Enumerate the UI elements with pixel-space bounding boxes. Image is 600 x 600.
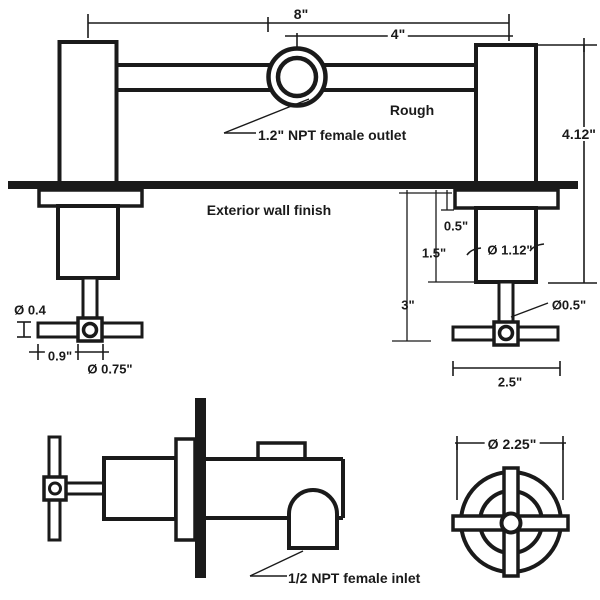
dim-8in-label: 8" bbox=[293, 6, 309, 22]
left-handle-hub-screw bbox=[81, 321, 99, 339]
side-wall-section bbox=[195, 398, 206, 578]
outlet-note: 1.2" NPT female outlet bbox=[258, 127, 407, 143]
side-flange bbox=[174, 437, 197, 542]
side-handle-hub-screw bbox=[48, 481, 62, 496]
front-handle-hub-screw bbox=[499, 511, 523, 535]
dia-0-4-label: Ø 0.4 bbox=[14, 302, 46, 318]
left-valve-body-bottom bbox=[56, 204, 120, 280]
dim-1-5-label: 1.5" bbox=[421, 245, 447, 261]
left-valve-body-top bbox=[57, 40, 119, 185]
dim-4in-label: 4" bbox=[387, 27, 409, 41]
dia-0-75-label: Ø 0.75" bbox=[87, 361, 133, 377]
dia-0-5-label: Ø0.5" bbox=[551, 297, 587, 313]
inlet-note: 1/2 NPT female inlet bbox=[288, 570, 421, 586]
outlet-fitting-inner bbox=[275, 55, 319, 99]
right-handle-hub-screw bbox=[497, 324, 515, 342]
left-flange bbox=[37, 188, 144, 208]
dim-0-4-lines bbox=[17, 321, 31, 338]
right-valve-body-top bbox=[474, 43, 538, 185]
dim-2-5-lines bbox=[452, 361, 561, 376]
dim-4-12in-label: 4.12" bbox=[559, 127, 599, 141]
inlet-leader bbox=[249, 550, 304, 577]
outlet-leader bbox=[223, 98, 310, 134]
dim-2-5-label: 2.5" bbox=[497, 374, 523, 390]
dia-2-25-label: Ø 2.25" bbox=[484, 437, 540, 451]
dia-0-5-leader bbox=[510, 302, 549, 318]
dim-0-5-label: 0.5" bbox=[443, 218, 469, 234]
dia-1-12-ticks bbox=[466, 243, 545, 256]
depth-extension-lines bbox=[392, 190, 476, 342]
dia-1-12-label: Ø 1.12" bbox=[487, 242, 533, 258]
side-diverter-boss bbox=[256, 441, 307, 461]
side-spout-body bbox=[206, 457, 345, 520]
side-valve-body bbox=[102, 456, 178, 521]
dim-3-label: 3" bbox=[401, 297, 415, 313]
right-valve-body-bottom bbox=[474, 206, 538, 284]
right-valve-stem bbox=[497, 280, 515, 325]
right-flange bbox=[453, 188, 560, 210]
dim-4-12in-lines bbox=[538, 38, 597, 284]
dim-2-25-lines bbox=[455, 436, 566, 500]
dim-0-9-label: 0.9" bbox=[44, 349, 76, 363]
side-valve-stem bbox=[64, 481, 106, 496]
side-inlet-stub bbox=[287, 488, 339, 550]
wall-note: Exterior wall finish bbox=[206, 202, 332, 218]
exterior-wall-section bbox=[8, 181, 578, 189]
left-valve-stem bbox=[81, 276, 99, 323]
rough-note: Rough bbox=[389, 102, 435, 118]
